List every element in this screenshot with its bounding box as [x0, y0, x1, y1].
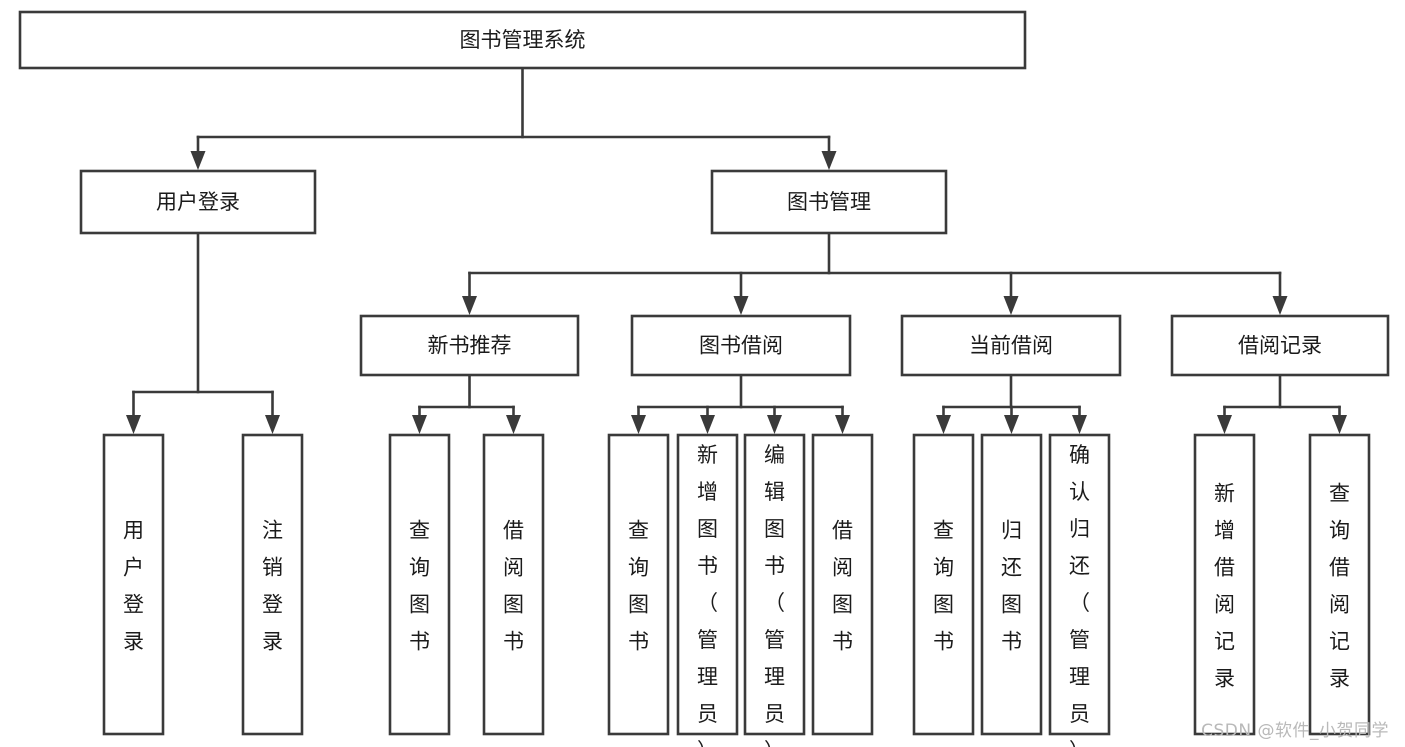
- node-box: [102, 433, 165, 736]
- node-box: [710, 169, 948, 235]
- node-box: [676, 433, 739, 736]
- node-label: 新书推荐: [428, 334, 512, 358]
- node-box: [607, 433, 670, 736]
- node-box: [1048, 433, 1111, 736]
- node-label: 用户登录: [123, 519, 144, 654]
- node-box: [1193, 433, 1256, 736]
- node-leaf-query-record[interactable]: 查询借阅记录: [1308, 433, 1371, 736]
- node-box: [811, 433, 874, 736]
- node-label: 借阅图书: [503, 519, 524, 654]
- node-bookmgmt[interactable]: 图书管理: [710, 169, 948, 235]
- node-box: [980, 433, 1043, 736]
- node-label: 借阅记录: [1238, 334, 1322, 358]
- node-box: [1170, 314, 1390, 377]
- node-records[interactable]: 借阅记录: [1170, 314, 1390, 377]
- node-label: 查询图书: [933, 519, 954, 654]
- node-label: 图书借阅: [699, 334, 783, 358]
- node-login[interactable]: 用户登录: [79, 169, 317, 235]
- node-borrow[interactable]: 图书借阅: [630, 314, 852, 377]
- node-label: 查询图书: [628, 519, 649, 654]
- node-label: 编辑图书（管理员）: [764, 443, 785, 747]
- node-box: [743, 433, 806, 736]
- node-label: 当前借阅: [969, 334, 1053, 358]
- node-root[interactable]: 图书管理系统: [18, 10, 1027, 70]
- node-leaf-borrow-book-2[interactable]: 借阅图书: [811, 433, 874, 736]
- node-box: [18, 10, 1027, 70]
- node-leaf-query-book-2[interactable]: 查询图书: [607, 433, 670, 736]
- node-label: 查询图书: [409, 519, 430, 654]
- node-box: [1308, 433, 1371, 736]
- node-leaf-confirm-return[interactable]: 确认归还（管理员）: [1048, 433, 1111, 747]
- node-leaf-borrow-book-1[interactable]: 借阅图书: [482, 433, 545, 736]
- node-box: [388, 433, 451, 736]
- node-box: [482, 433, 545, 736]
- node-layer: 图书管理系统用户登录图书管理新书推荐图书借阅当前借阅借阅记录用户登录注销登录查询…: [18, 10, 1390, 747]
- node-box: [359, 314, 580, 377]
- node-leaf-add-book[interactable]: 新增图书（管理员）: [676, 433, 739, 747]
- node-label: 归还图书: [1001, 519, 1022, 654]
- node-leaf-query-book-1[interactable]: 查询图书: [388, 433, 451, 736]
- node-box: [900, 314, 1122, 377]
- node-label: 用户登录: [156, 190, 240, 214]
- node-box: [912, 433, 975, 736]
- node-label: 确认归还（管理员）: [1069, 443, 1090, 747]
- node-label: 新增图书（管理员）: [697, 443, 718, 747]
- node-newbook[interactable]: 新书推荐: [359, 314, 580, 377]
- node-label: 借阅图书: [832, 519, 853, 654]
- node-leaf-user-login[interactable]: 用户登录: [102, 433, 165, 736]
- node-leaf-add-record[interactable]: 新增借阅记录: [1193, 433, 1256, 736]
- node-leaf-query-book-3[interactable]: 查询图书: [912, 433, 975, 736]
- node-label: 查询借阅记录: [1329, 482, 1350, 691]
- watermark-text: CSDN @软件_小贺同学: [1201, 721, 1389, 741]
- node-label: 注销登录: [262, 519, 283, 654]
- node-box: [241, 433, 304, 736]
- node-leaf-return-book[interactable]: 归还图书: [980, 433, 1043, 736]
- node-label: 图书管理: [787, 190, 871, 214]
- node-label: 图书管理系统: [460, 28, 586, 52]
- connector-layer: [126, 66, 1347, 434]
- node-label: 新增借阅记录: [1214, 482, 1235, 691]
- node-box: [630, 314, 852, 377]
- node-leaf-edit-book[interactable]: 编辑图书（管理员）: [743, 433, 806, 747]
- node-leaf-logout[interactable]: 注销登录: [241, 433, 304, 736]
- node-box: [79, 169, 317, 235]
- node-current[interactable]: 当前借阅: [900, 314, 1122, 377]
